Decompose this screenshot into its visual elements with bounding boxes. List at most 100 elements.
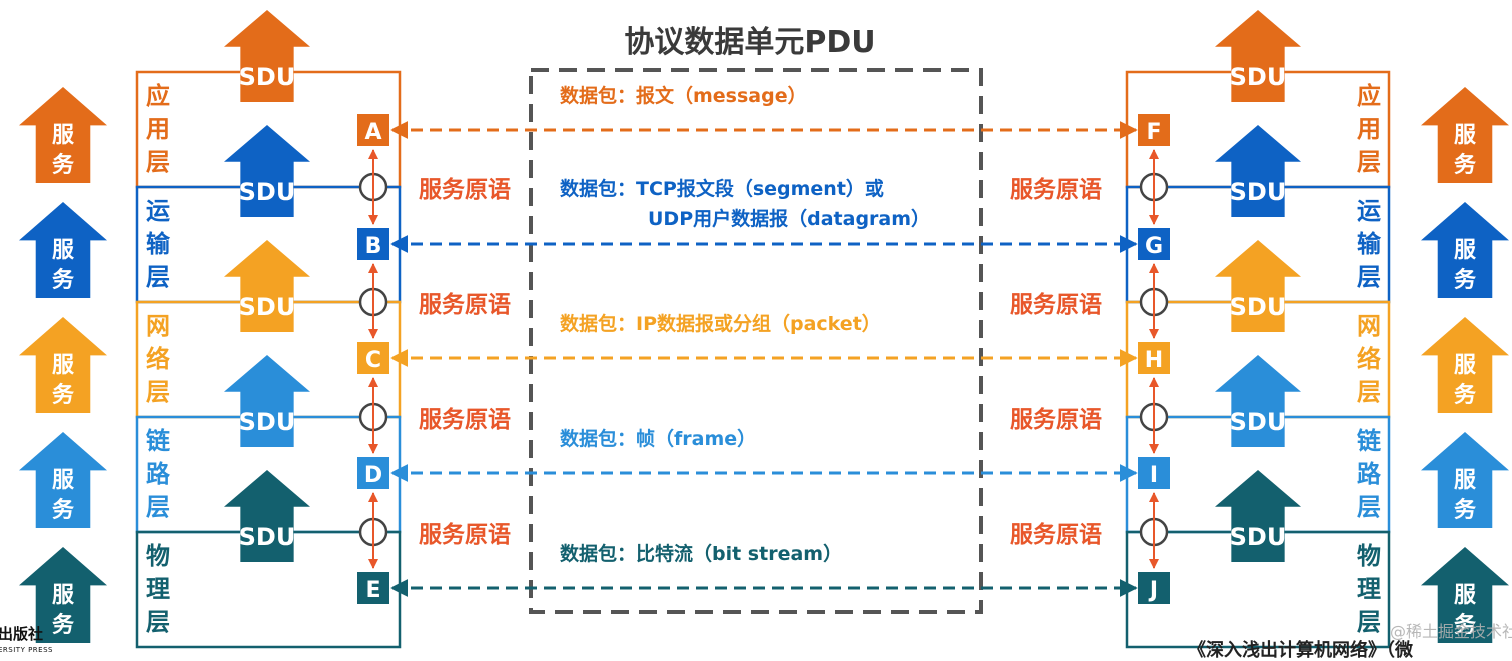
left-layer-name-char: 层: [146, 378, 170, 406]
left-service-arrow-app: [19, 87, 107, 183]
left-sdu-label: SDU: [239, 178, 296, 206]
left-service-char: 服: [52, 583, 75, 608]
pdu-label-physical: 数据包：比特流（bit stream）: [560, 542, 842, 565]
left-layer-name-char: 用: [146, 115, 170, 143]
left-service-char: 服: [52, 468, 75, 493]
right-layer-name-char: 层: [1357, 378, 1381, 406]
left-sdu-label: SDU: [239, 293, 296, 321]
right-service-primitive-label: 服务原语: [1010, 522, 1102, 548]
left-service-char: 务: [52, 153, 75, 178]
left-layer-name-char: 层: [146, 148, 170, 176]
left-sdu-label: SDU: [239, 63, 296, 91]
right-service-arrow-link: [1421, 432, 1509, 528]
left-layer-name-char: 理: [146, 575, 170, 603]
right-layer-name-char: 理: [1357, 575, 1381, 603]
right-service-arrow-transport: [1421, 202, 1509, 298]
left-sap-letter: A: [364, 120, 381, 145]
left-layer-name-char: 链: [146, 427, 171, 455]
left-service-arrow-transport: [19, 202, 107, 298]
left-sdu-arrow-physical: [224, 470, 310, 562]
right-service-char: 务: [1454, 613, 1477, 638]
pdu-label-network: 数据包：IP数据报或分组（packet）: [560, 312, 881, 335]
interface-1: 服务原语服务原语: [358, 149, 1169, 225]
right-sdu-label: SDU: [1230, 408, 1287, 436]
right-sdu-arrow-link: [1215, 355, 1301, 447]
right-sdu-label: SDU: [1230, 178, 1287, 206]
left-sap-box-C: [357, 342, 389, 374]
right-service-char: 服: [1454, 353, 1477, 378]
right-sap-letter: H: [1145, 348, 1163, 373]
right-sdu-arrow-app: [1215, 10, 1301, 102]
left-sdu-arrow-app: [224, 10, 310, 102]
left-sap-letter: B: [365, 234, 382, 259]
right-sdu-label: SDU: [1230, 523, 1287, 551]
left-sdu-arrow-link: [224, 355, 310, 447]
left-sap-box-D: [357, 457, 389, 489]
left-layer-name-char: 络: [146, 345, 170, 373]
left-service-arrow-physical: [19, 547, 107, 643]
left-service-char: 务: [52, 498, 75, 523]
right-sap-letter: G: [1145, 234, 1163, 259]
right-sdu-arrow-transport: [1215, 125, 1301, 217]
right-sap-box-F: [1138, 114, 1170, 146]
left-sdu-arrow-network: [224, 240, 310, 332]
right-layer-name-char: 层: [1357, 608, 1381, 636]
right-layer-name-char: 层: [1357, 493, 1381, 521]
right-sdu-label: SDU: [1230, 293, 1287, 321]
left-service-primitive-label: 服务原语: [419, 522, 511, 548]
left-sap-letter: C: [365, 348, 381, 373]
left-layer-name-char: 层: [146, 263, 170, 291]
left-service-char: 务: [52, 383, 75, 408]
left-service-primitive-label: 服务原语: [419, 292, 511, 318]
left-sap-letter: E: [365, 578, 380, 603]
diagram-title: 协议数据单元PDU: [624, 25, 875, 60]
pdu-dashed-box: [529, 68, 983, 614]
right-sap-box-I: [1138, 457, 1170, 489]
right-layer-name-char: 层: [1357, 148, 1381, 176]
left-layer-name-char: 层: [146, 608, 170, 636]
right-layer-name-char: 应: [1357, 82, 1381, 110]
left-service-char: 务: [52, 613, 75, 638]
right-layer-name-char: 路: [1357, 460, 1382, 488]
right-service-char: 务: [1454, 153, 1477, 178]
right-layer-name-char: 层: [1357, 263, 1381, 291]
right-sap-letter: F: [1146, 120, 1161, 145]
right-sap-letter: I: [1150, 463, 1158, 488]
left-layer-name-char: 层: [146, 493, 170, 521]
pdu-label-app: 数据包：报文（message）: [560, 84, 807, 107]
left-sdu-arrow-transport: [224, 125, 310, 217]
left-sap-box-B: [357, 228, 389, 260]
right-layer-name-char: 络: [1357, 345, 1381, 373]
right-layer-name-char: 用: [1357, 115, 1381, 143]
left-service-char: 服: [52, 123, 75, 148]
left-layer-name-char: 输: [146, 230, 171, 258]
right-service-primitive-label: 服务原语: [1010, 407, 1102, 433]
left-service-char: 服: [52, 353, 75, 378]
left-layer-name-char: 应: [146, 82, 170, 110]
left-service-primitive-label: 服务原语: [419, 407, 511, 433]
right-layer-name-char: 输: [1357, 230, 1382, 258]
publisher-sub: ERSITY PRESS: [0, 646, 53, 654]
left-layer-name-char: 物: [146, 542, 170, 570]
left-service-arrow-link: [19, 432, 107, 528]
left-sap-box-E: [357, 572, 389, 604]
right-service-primitive-label: 服务原语: [1010, 292, 1102, 318]
pdu-label-transport-line2: UDP用户数据报（datagram）: [648, 207, 930, 230]
left-service-char: 务: [52, 268, 75, 293]
right-sap-box-J: [1138, 572, 1170, 604]
right-layer-name-char: 物: [1357, 542, 1381, 570]
right-sap-box-G: [1138, 228, 1170, 260]
left-service-primitive-label: 服务原语: [419, 177, 511, 203]
left-layer-name-char: 运: [146, 197, 170, 225]
right-service-char: 务: [1454, 383, 1477, 408]
left-sap-letter: D: [364, 463, 382, 488]
left-sdu-label: SDU: [239, 523, 296, 551]
right-sdu-arrow-physical: [1215, 470, 1301, 562]
right-service-char: 服: [1454, 583, 1477, 608]
right-service-char: 服: [1454, 238, 1477, 263]
interface-3: 服务原语 服务原语: [358, 377, 1169, 454]
pdu-label-transport: 数据包：TCP报文段（segment）或: [560, 177, 884, 200]
